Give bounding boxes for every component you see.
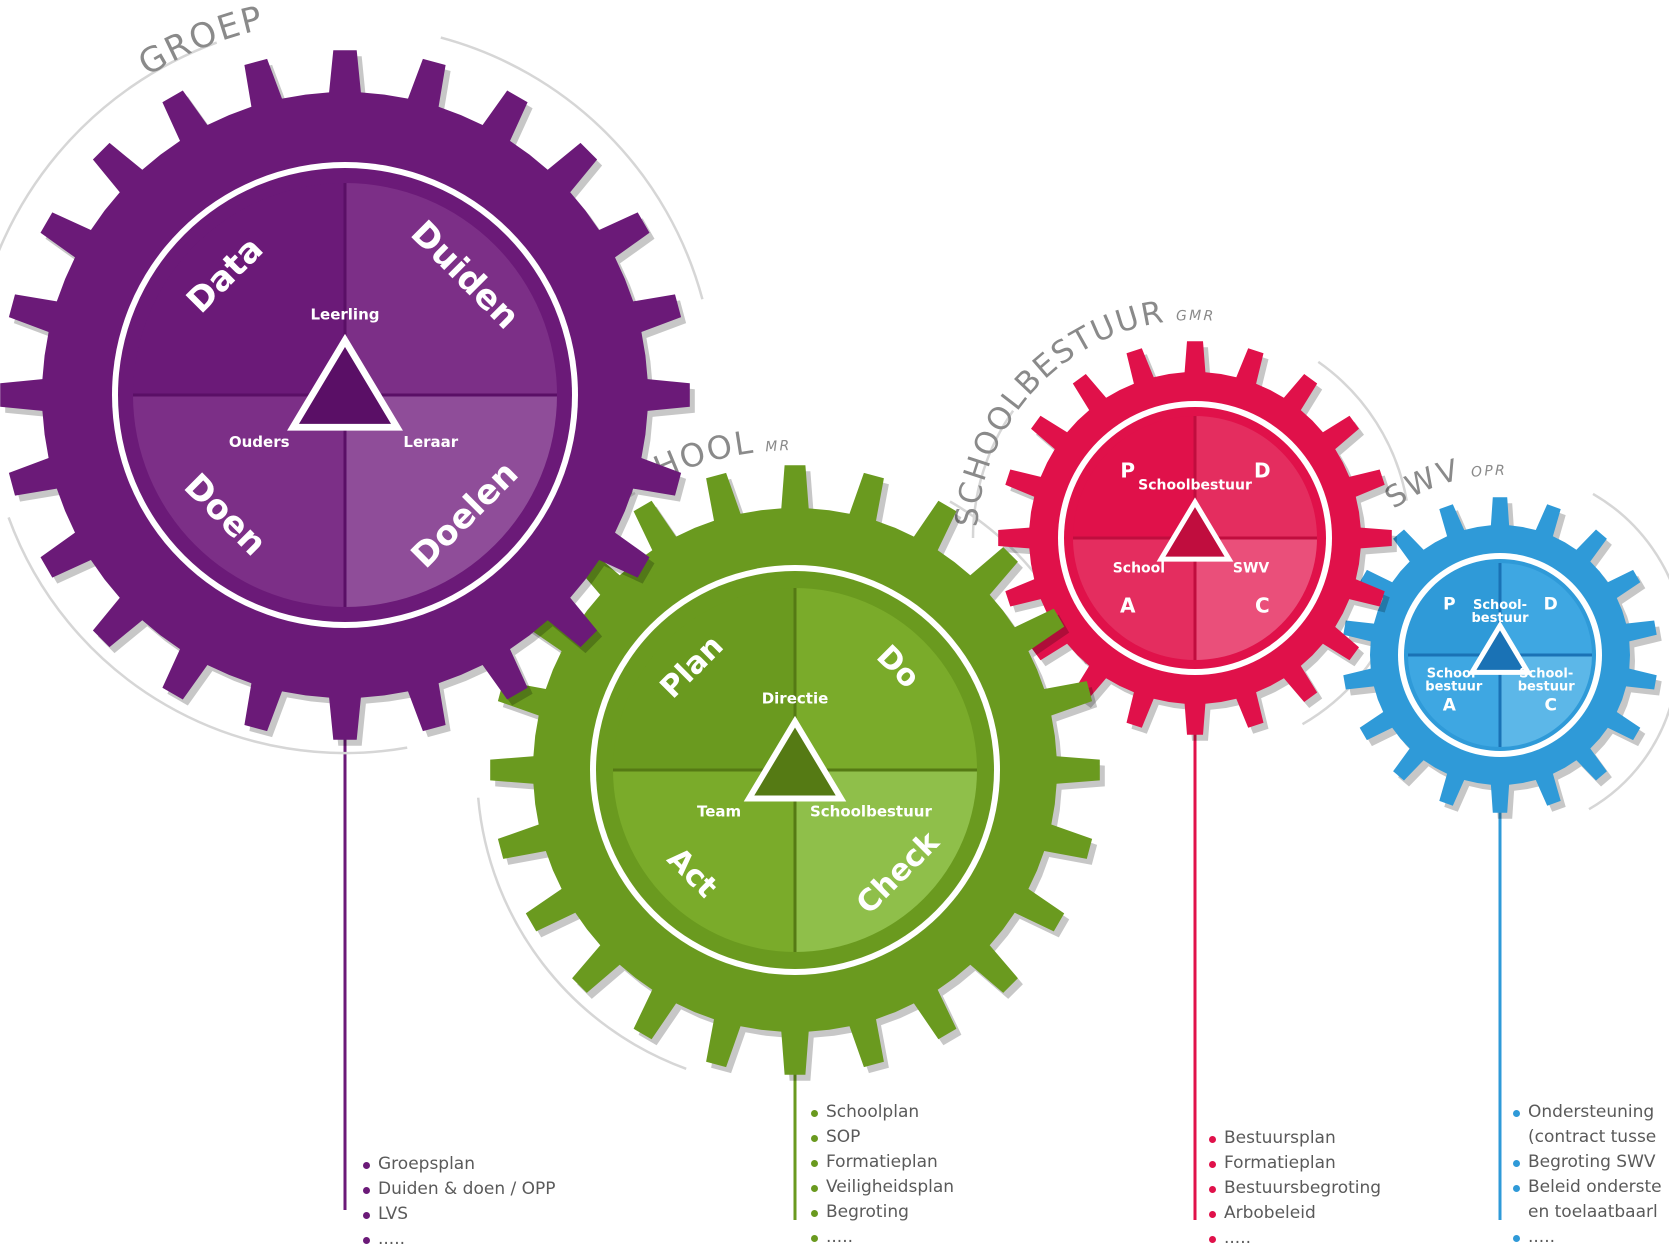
- school-role-line: Schoolbestuur: [810, 802, 932, 820]
- schoolbestuur-quadrant: [1073, 538, 1195, 660]
- swv-role-line: bestuur: [1425, 679, 1483, 694]
- groep-role-line: Leerling: [310, 305, 379, 323]
- swv-triangle-icon: [1467, 620, 1533, 675]
- swv-list-item: (contract tusse: [1528, 1127, 1657, 1147]
- swv-guide-arc: [1588, 706, 1669, 811]
- school-quadrant: [613, 588, 795, 770]
- schoolbestuur-guide-arc: [971, 409, 1015, 539]
- schoolbestuur-role-line: School: [1113, 561, 1165, 577]
- groep-role-label: Leraar: [403, 433, 458, 451]
- groep-quadrant: [133, 183, 345, 395]
- schoolbestuur-guide-arc: [1317, 360, 1408, 501]
- school-quadrant: [613, 770, 795, 952]
- groep-list-item: Duiden & doen / OPP: [362, 1177, 556, 1202]
- schoolbestuur-title-sub: GMR: [1176, 308, 1216, 325]
- groep-role-line: Leraar: [403, 433, 458, 451]
- schoolbestuur-role-line: Schoolbestuur: [1138, 477, 1252, 493]
- groep-guide-arc: [440, 36, 704, 300]
- school-triangle-icon: [743, 715, 847, 802]
- swv-guide-arc: [1592, 492, 1669, 581]
- school-role-label: Directie: [762, 690, 829, 708]
- groep-quadrant: [345, 183, 557, 395]
- swv-quadrant: [1408, 563, 1500, 655]
- swv-list-item: Beleid onderste: [1512, 1175, 1662, 1200]
- schoolbestuur-list-item: .....: [1208, 1226, 1381, 1251]
- groep-triangle-icon: [287, 333, 403, 431]
- school-quadrant: [795, 588, 977, 770]
- school-list-item: SOP: [810, 1125, 954, 1150]
- groep-guide-arc: [0, 41, 218, 252]
- groep-list-item: Groepsplan: [362, 1152, 556, 1177]
- swv-list-item: Ondersteuning: [1512, 1100, 1662, 1125]
- swv-phase-label: A: [1443, 696, 1457, 716]
- swv-role-line: bestuur: [1472, 611, 1530, 626]
- groep-role-label: Ouders: [229, 433, 290, 451]
- schoolbestuur-phase-label: A: [1120, 593, 1136, 617]
- school-guide-arc: [476, 797, 687, 1070]
- school-role-label: Schoolbestuur: [810, 802, 932, 820]
- groep-list-item: LVS: [362, 1202, 556, 1227]
- schoolbestuur-quadrant: [1073, 416, 1195, 538]
- groep-role-label: Leerling: [310, 305, 379, 323]
- school-list-item: Begroting: [810, 1200, 954, 1225]
- school-role-line: Team: [697, 802, 741, 820]
- schoolbestuur-quadrant: [1195, 416, 1317, 538]
- swv-phase-label: D: [1544, 594, 1558, 614]
- groep-list-item: .....: [362, 1227, 556, 1252]
- swv-phase-label: C: [1544, 696, 1556, 716]
- groep-quadrant: [345, 395, 557, 607]
- swv-quadrant: [1408, 655, 1500, 747]
- swv-quadrant: [1500, 563, 1592, 655]
- swv-list-item: Begroting SWV: [1512, 1150, 1662, 1175]
- schoolbestuur-list-item: Bestuursbegroting: [1208, 1176, 1381, 1201]
- schoolbestuur-list-item: Formatieplan: [1208, 1151, 1381, 1176]
- groep-role-line: Ouders: [229, 433, 290, 451]
- schoolbestuur-role-label: Schoolbestuur: [1138, 477, 1252, 493]
- swv-quadrant: [1500, 655, 1592, 747]
- school-quadrant: [795, 770, 977, 952]
- swv-role-line: School-: [1473, 598, 1527, 613]
- schoolbestuur-phase-label: C: [1255, 593, 1270, 617]
- swv-role-line: School-: [1427, 666, 1481, 681]
- schoolbestuur-quadrant: [1195, 538, 1317, 660]
- schoolbestuur-phase-label: D: [1254, 459, 1271, 483]
- school-role-label: Team: [697, 802, 741, 820]
- schoolbestuur-list-item: Arbobeleid: [1208, 1201, 1381, 1226]
- schoolbestuur-phase-label: P: [1120, 459, 1135, 483]
- schoolbestuur-role-line: SWV: [1233, 561, 1270, 577]
- school-role-line: Directie: [762, 690, 829, 708]
- schoolbestuur-triangle-icon: [1156, 497, 1234, 562]
- groep-quadrant: [133, 395, 345, 607]
- schoolbestuur-list-item: Bestuursplan: [1208, 1126, 1381, 1151]
- school-list-item: Schoolplan: [810, 1100, 954, 1125]
- school-list-item: Veiligheidsplan: [810, 1175, 954, 1200]
- school-list-item: .....: [810, 1225, 954, 1250]
- school-title-sub: MR: [765, 438, 792, 455]
- groep-guide-arc: [7, 516, 408, 755]
- swv-role-label: School-bestuur: [1472, 598, 1530, 626]
- swv-role-line: School-: [1519, 666, 1573, 681]
- schoolbestuur-role-label: SWV: [1233, 561, 1270, 577]
- swv-phase-label: P: [1443, 594, 1455, 614]
- swv-title-sub: OPR: [1470, 463, 1507, 481]
- schoolbestuur-role-label: School: [1113, 561, 1165, 577]
- swv-role-label: School-bestuur: [1425, 666, 1483, 694]
- swv-role-label: School-bestuur: [1518, 666, 1576, 694]
- swv-list-item: .....: [1512, 1225, 1662, 1250]
- school-list-item: Formatieplan: [810, 1150, 954, 1175]
- swv-list-item: en toelaatbaarl: [1528, 1202, 1658, 1222]
- swv-role-line: bestuur: [1518, 679, 1576, 694]
